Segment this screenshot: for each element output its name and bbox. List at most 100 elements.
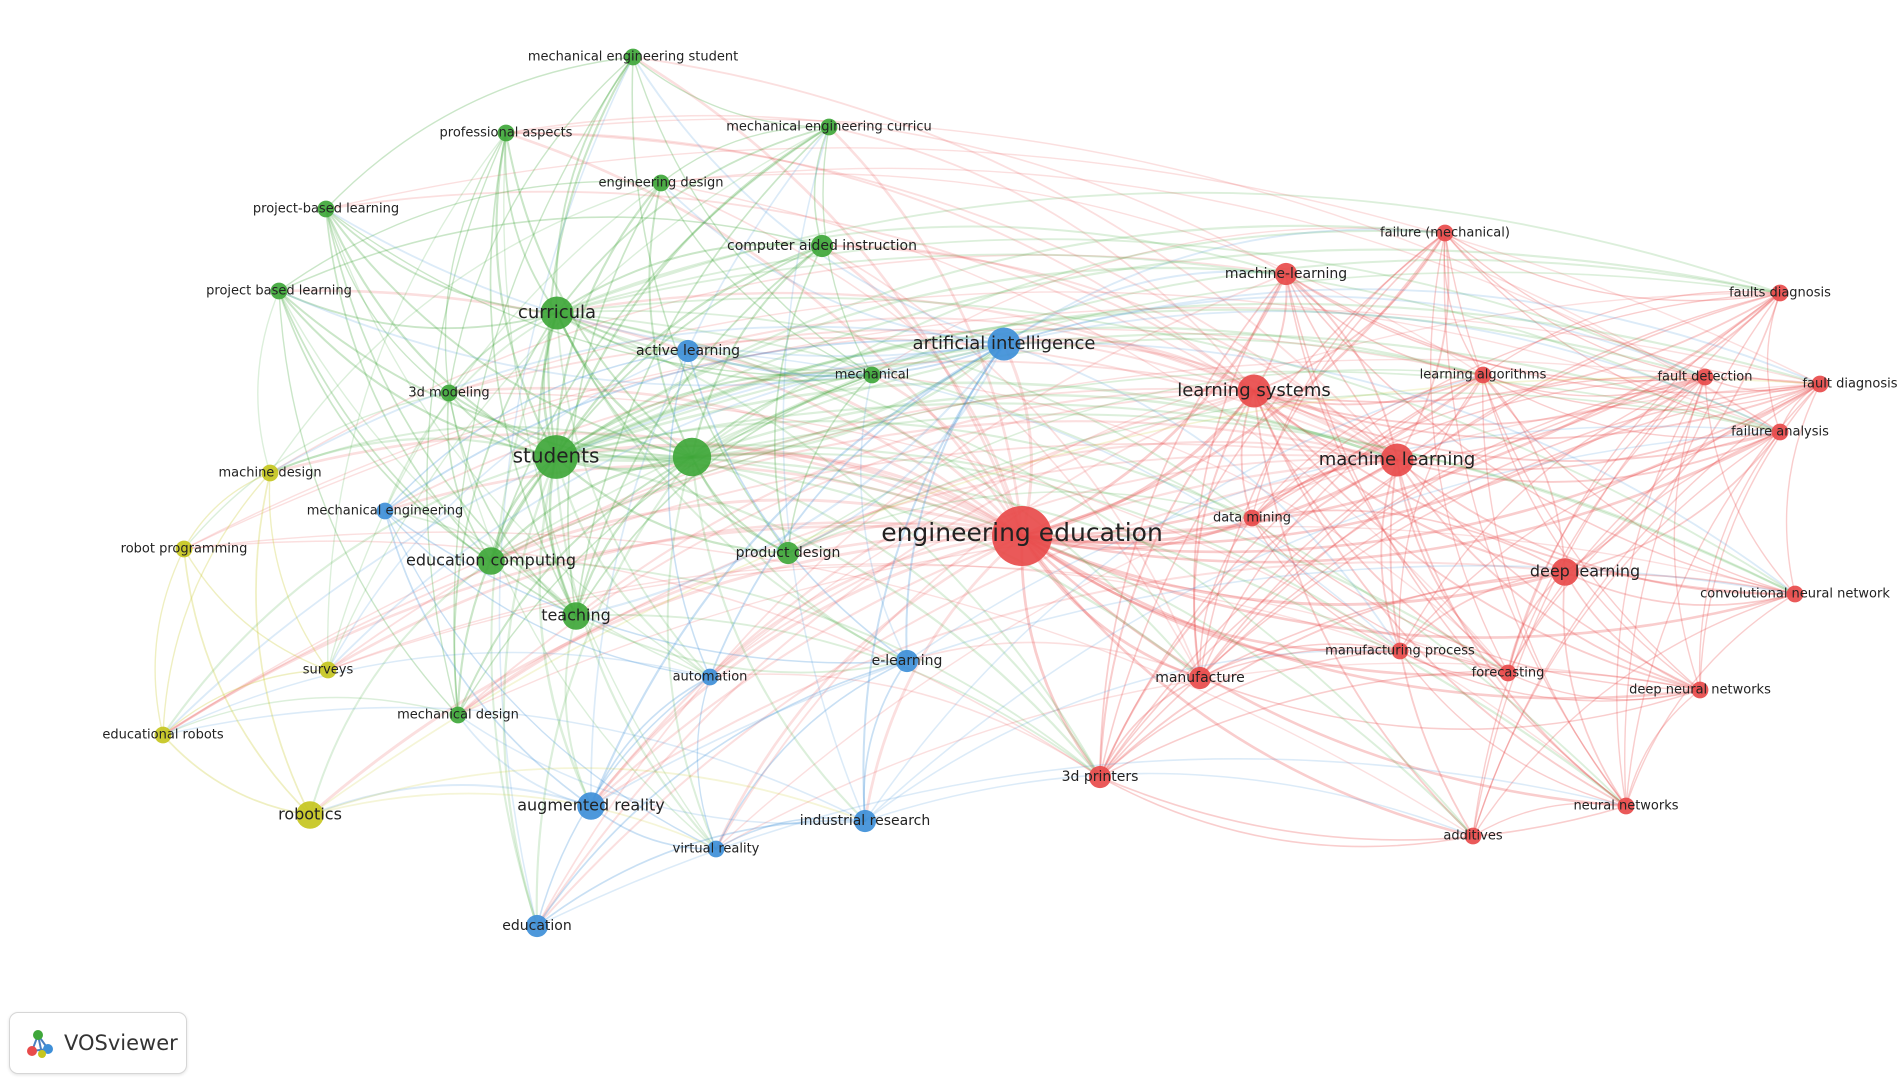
- network-link: [535, 455, 694, 928]
- network-node[interactable]: [701, 668, 719, 686]
- network-link: [828, 126, 1255, 392]
- network-link: [590, 561, 1566, 807]
- network-node[interactable]: [261, 464, 279, 482]
- network-link: [384, 510, 577, 617]
- network-link: [1003, 295, 1706, 378]
- network-link: [1472, 431, 1781, 837]
- network-link: [821, 245, 1398, 461]
- network-node[interactable]: [810, 234, 834, 258]
- network-link: [327, 564, 1509, 674]
- node-label: product design: [736, 545, 841, 561]
- network-node[interactable]: [1617, 797, 1635, 815]
- network-link: [1003, 310, 1781, 433]
- network-node[interactable]: [853, 809, 877, 833]
- network-link: [162, 442, 1398, 736]
- node-label: machine-learning: [1225, 266, 1347, 282]
- network-node[interactable]: [497, 124, 515, 142]
- network-link: [456, 534, 1024, 717]
- network-link: [871, 374, 1509, 674]
- network-node[interactable]: [175, 540, 193, 558]
- network-link: [538, 455, 593, 808]
- network-node[interactable]: [577, 792, 605, 820]
- network-link: [691, 374, 873, 458]
- network-node[interactable]: [1811, 375, 1829, 393]
- network-node[interactable]: [319, 661, 337, 679]
- network-link: [547, 55, 635, 459]
- network-node[interactable]: [1436, 224, 1454, 242]
- network-link: [161, 455, 558, 737]
- network-link: [1443, 232, 1627, 807]
- network-link: [536, 273, 1287, 927]
- network-link: [1003, 288, 1821, 385]
- network-node[interactable]: [707, 840, 725, 858]
- network-link: [447, 386, 1024, 538]
- network-node[interactable]: [1771, 423, 1789, 441]
- network-node[interactable]: [676, 339, 700, 363]
- network-node[interactable]: [1237, 374, 1271, 408]
- network-link: [1252, 389, 1399, 462]
- network-link: [554, 455, 1628, 808]
- network-node[interactable]: [1464, 827, 1482, 845]
- network-link: [709, 673, 1101, 778]
- network-link: [183, 472, 271, 550]
- network-link: [554, 455, 712, 679]
- network-node[interactable]: [776, 541, 800, 565]
- network-node[interactable]: [652, 174, 670, 192]
- network-node[interactable]: [992, 506, 1052, 566]
- network-node[interactable]: [1499, 664, 1517, 682]
- network-link: [426, 132, 507, 716]
- network-node[interactable]: [1691, 681, 1709, 699]
- network-node[interactable]: [1188, 666, 1212, 690]
- network-node[interactable]: [1771, 284, 1789, 302]
- network-node[interactable]: [1274, 262, 1298, 286]
- network-node[interactable]: [562, 602, 590, 630]
- network-link: [575, 614, 1101, 778]
- network-node[interactable]: [1380, 443, 1414, 477]
- network-link: [787, 491, 1253, 554]
- network-node[interactable]: [1696, 368, 1714, 386]
- network-node[interactable]: [534, 435, 578, 479]
- network-node[interactable]: [376, 502, 394, 520]
- network-node[interactable]: [1391, 642, 1409, 660]
- network-link: [1399, 376, 1706, 652]
- network-node[interactable]: [477, 547, 505, 575]
- network-link: [590, 676, 711, 807]
- network-link: [1199, 573, 1796, 679]
- network-node[interactable]: [154, 726, 172, 744]
- network-link: [787, 343, 1005, 554]
- network-link: [324, 207, 558, 459]
- network-node[interactable]: [895, 649, 919, 673]
- network-link: [1020, 272, 1288, 538]
- network-link: [691, 413, 1796, 595]
- network-link: [556, 296, 1796, 595]
- network-node[interactable]: [1243, 509, 1261, 527]
- network-link: [1002, 337, 1256, 393]
- network-link: [1099, 232, 1446, 778]
- network-node[interactable]: [1088, 765, 1112, 789]
- network-node[interactable]: [820, 118, 838, 136]
- network-node[interactable]: [449, 706, 467, 724]
- network-link: [687, 317, 1255, 392]
- network-node[interactable]: [440, 384, 458, 402]
- network-link: [1444, 232, 1781, 433]
- network-link: [1099, 390, 1255, 778]
- network-node[interactable]: [624, 48, 642, 66]
- network-link: [162, 734, 311, 816]
- network-link: [384, 339, 1005, 512]
- network-node[interactable]: [317, 200, 335, 218]
- network-node[interactable]: [296, 801, 324, 829]
- network-node[interactable]: [1786, 585, 1804, 603]
- network-node[interactable]: [270, 282, 288, 300]
- network-node[interactable]: [1551, 558, 1579, 586]
- network-link: [505, 118, 1781, 433]
- network-link: [327, 126, 830, 671]
- network-node[interactable]: [672, 437, 712, 477]
- network-link: [1251, 292, 1781, 519]
- network-node[interactable]: [987, 327, 1021, 361]
- network-node[interactable]: [863, 366, 881, 384]
- network-node[interactable]: [1474, 366, 1492, 384]
- network-link: [1253, 390, 1701, 691]
- network-node[interactable]: [540, 296, 574, 330]
- network-node[interactable]: [525, 914, 549, 938]
